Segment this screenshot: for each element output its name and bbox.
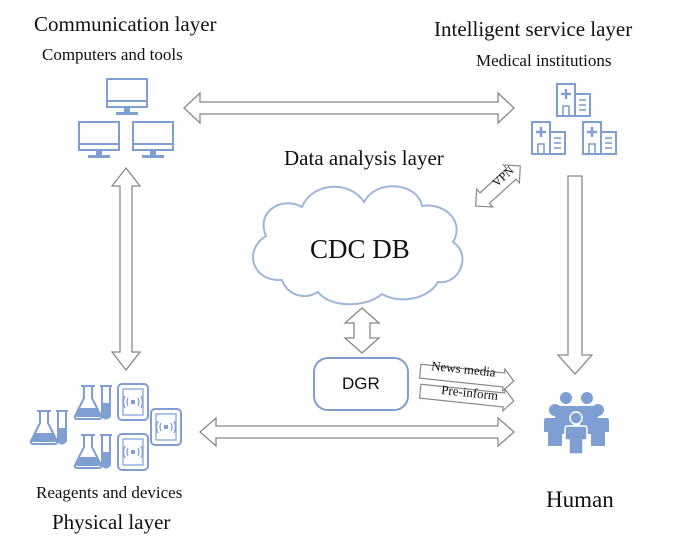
communication-layer-subtitle: Computers and tools <box>42 45 183 64</box>
arrow-news-media <box>418 363 515 393</box>
nfc-device-icon <box>117 383 149 421</box>
hospital-icon <box>555 82 592 118</box>
arrow-pre-inform <box>418 383 515 413</box>
computer-icon <box>132 121 174 159</box>
communication-layer-title: Communication layer <box>34 12 217 36</box>
data-analysis-layer-title: Data analysis layer <box>284 146 444 170</box>
flask-icon <box>29 410 59 445</box>
physical-layer-title: Physical layer <box>52 510 171 534</box>
computer-icon <box>78 121 120 159</box>
nfc-device-icon <box>117 433 149 471</box>
dgr-label: DGR <box>342 374 380 393</box>
intelligent-layer-title: Intelligent service layer <box>434 17 633 41</box>
human-label: Human <box>546 487 614 512</box>
test-tube-icon <box>99 434 113 469</box>
cdc-db-label: CDC DB <box>310 234 410 264</box>
test-tube-icon <box>99 385 113 420</box>
test-tube-icon <box>55 410 69 445</box>
people-group-icon <box>544 392 609 455</box>
arrow-vpn <box>475 164 521 208</box>
arrow-communication-intelligent <box>183 91 515 125</box>
hospital-icon <box>530 120 567 156</box>
arrow-communication-physical <box>110 166 142 372</box>
arrow-intelligent-human <box>556 175 594 375</box>
nfc-device-icon <box>150 408 182 446</box>
hospital-icon <box>581 120 618 156</box>
cloud-icon <box>252 185 464 306</box>
physical-layer-subtitle: Reagents and devices <box>36 483 183 502</box>
flask-icon <box>73 385 103 420</box>
dgr-box <box>313 357 409 411</box>
flask-icon <box>73 434 103 469</box>
arrow-cdcdb-dgr <box>343 307 381 354</box>
computer-icon <box>106 78 148 116</box>
intelligent-layer-subtitle: Medical institutions <box>476 51 612 70</box>
arrow-physical-human <box>199 416 515 448</box>
